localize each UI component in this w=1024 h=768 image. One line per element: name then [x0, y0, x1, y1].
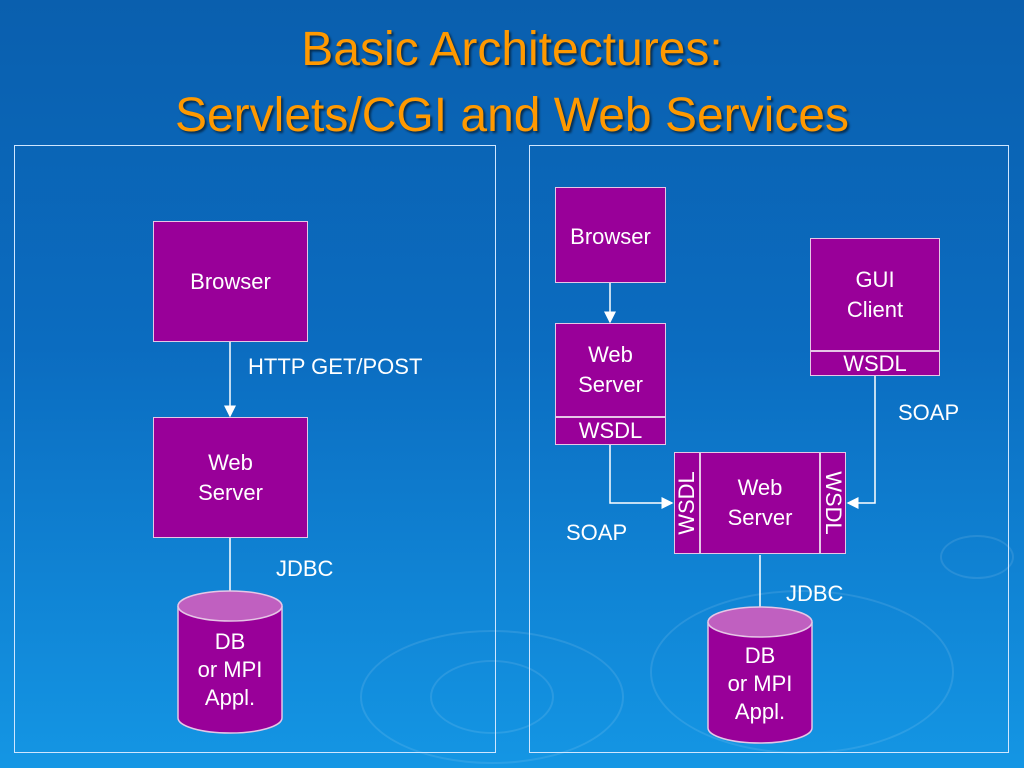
center-wsdl-left-strip [674, 452, 700, 554]
right-browser-box: Browser [555, 187, 666, 283]
http-get-post-label: HTTP GET/POST [248, 354, 423, 379]
center-web-server-line1: Web [737, 475, 783, 500]
right-top-wsdl-label: WSDL [578, 418, 643, 443]
gui-wsdl-label: WSDL [843, 350, 907, 376]
right-top-web-server-line1: Web [588, 342, 633, 367]
right-top-wsdl-box: WSDL [555, 417, 666, 445]
right-top-web-server-line2: Server [578, 372, 643, 397]
center-web-server-box: Web Server [700, 452, 820, 554]
arrow-top-wsdl-to-center [609, 445, 674, 509]
left-db-line1: DB [214, 629, 246, 654]
gui-client-line1: GUI [855, 266, 895, 292]
center-web-server-line2: Server [727, 505, 793, 530]
gui-client-box: GUI Client [810, 238, 940, 351]
slide-title-line2: Servlets/CGI and Web Services [174, 89, 850, 142]
ripple-decoration [940, 535, 1014, 579]
gui-client-line2: Client [846, 296, 904, 322]
right-top-web-server-box: Web Server [555, 323, 666, 417]
right-browser-label: Browser [570, 224, 651, 249]
left-db-line3: Appl. [204, 685, 256, 710]
center-wsdl-right-label: WSDL [821, 471, 846, 535]
center-wsdl-left-label: WSDL [674, 471, 699, 535]
left-db-cylinder [177, 590, 283, 734]
right-panel [529, 145, 1009, 753]
left-soap-label: SOAP [566, 520, 628, 545]
right-soap-label: SOAP [898, 400, 960, 425]
ripple-decoration [360, 630, 624, 764]
slide-title-line1: Basic Architectures: [301, 23, 723, 76]
arrow-gui-to-center [846, 376, 876, 509]
left-browser-box: Browser [153, 221, 308, 342]
right-db-line3: Appl. [734, 699, 786, 724]
right-db-line2: or MPI [727, 671, 793, 696]
right-jdbc-label: JDBC [786, 581, 844, 606]
left-web-server-line1: Web [208, 449, 253, 475]
ripple-decoration [650, 590, 954, 754]
left-jdbc-label: JDBC [276, 556, 334, 581]
right-db-cylinder [707, 606, 813, 744]
center-wsdl-right-strip [820, 452, 846, 554]
left-db-line2: or MPI [197, 657, 263, 682]
right-db-line1: DB [744, 643, 776, 668]
gui-wsdl-box: WSDL [810, 351, 940, 376]
left-db-text: DB or MPI Appl. [178, 628, 282, 712]
left-browser-label: Browser [190, 268, 271, 294]
left-panel [14, 145, 496, 753]
right-db-text: DB or MPI Appl. [708, 642, 812, 726]
left-web-server-box: Web Server [153, 417, 308, 538]
left-web-server-line2: Server [198, 479, 263, 505]
